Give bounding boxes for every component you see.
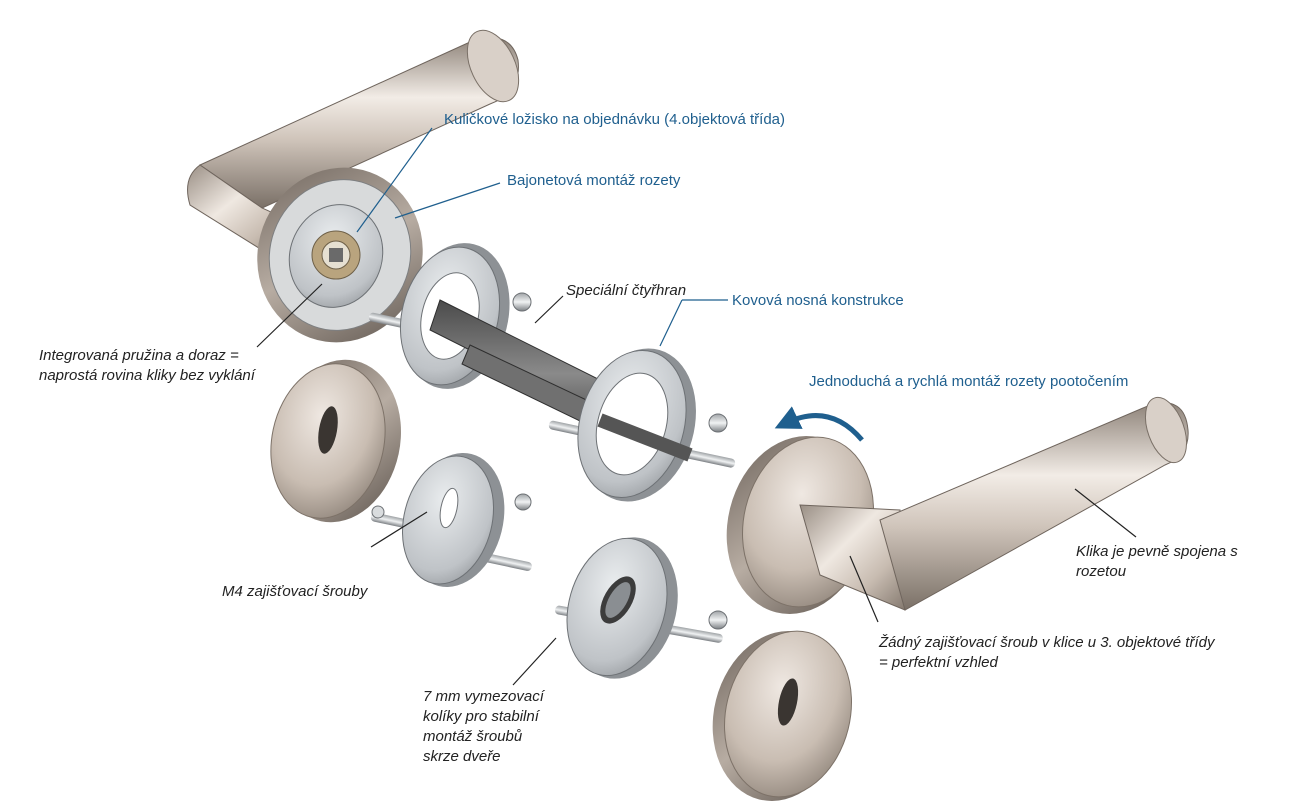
label-quick-mount: Jednoduchá a rychlá montáž rozety pootoč… <box>809 373 1129 390</box>
label-fixed-handle-line2: rozetou <box>1076 563 1127 580</box>
label-fixed-handle-line1: Klika je pevně spojena s <box>1076 543 1238 560</box>
label-spring-line1: Integrovaná pružina a doraz = <box>39 347 239 364</box>
top-left-handle <box>187 29 520 256</box>
label-no-screw-line2: = perfektní vzhled <box>879 654 998 671</box>
rotation-arrow <box>774 406 864 442</box>
right-handle <box>726 396 1189 614</box>
metal-frame-assembly <box>368 243 736 502</box>
lower-base-plate <box>555 537 728 679</box>
left-cover-rose <box>270 359 401 523</box>
label-m4-screws: M4 zajišťovací šrouby <box>222 583 368 600</box>
leader-lines <box>256 127 1137 686</box>
right-cover-rose <box>712 630 852 801</box>
label-pins-line3: montáž šroubů <box>423 728 523 745</box>
label-special-spindle: Speciální čtyřhran <box>566 282 687 299</box>
label-pins-line4: skrze dveře <box>423 748 501 765</box>
label-pins-line1: 7 mm vymezovací <box>423 688 544 705</box>
label-bayonet: Bajonetová montáž rozety <box>507 172 681 189</box>
label-no-screw-line1: Žádný zajišťovací šroub v klice u 3. obj… <box>879 634 1215 651</box>
label-ball-bearing: Kuličkové ložisko na objednávku (4.objek… <box>444 111 786 128</box>
label-pins-line2: kolíky pro stabilní <box>423 708 539 725</box>
label-metal-frame: Kovová nosná konstrukce <box>732 292 904 309</box>
label-spring-line2: naprostá rovina kliky bez vyklání <box>39 367 255 384</box>
top-left-rose <box>257 167 423 343</box>
left-base-plate <box>370 453 532 587</box>
